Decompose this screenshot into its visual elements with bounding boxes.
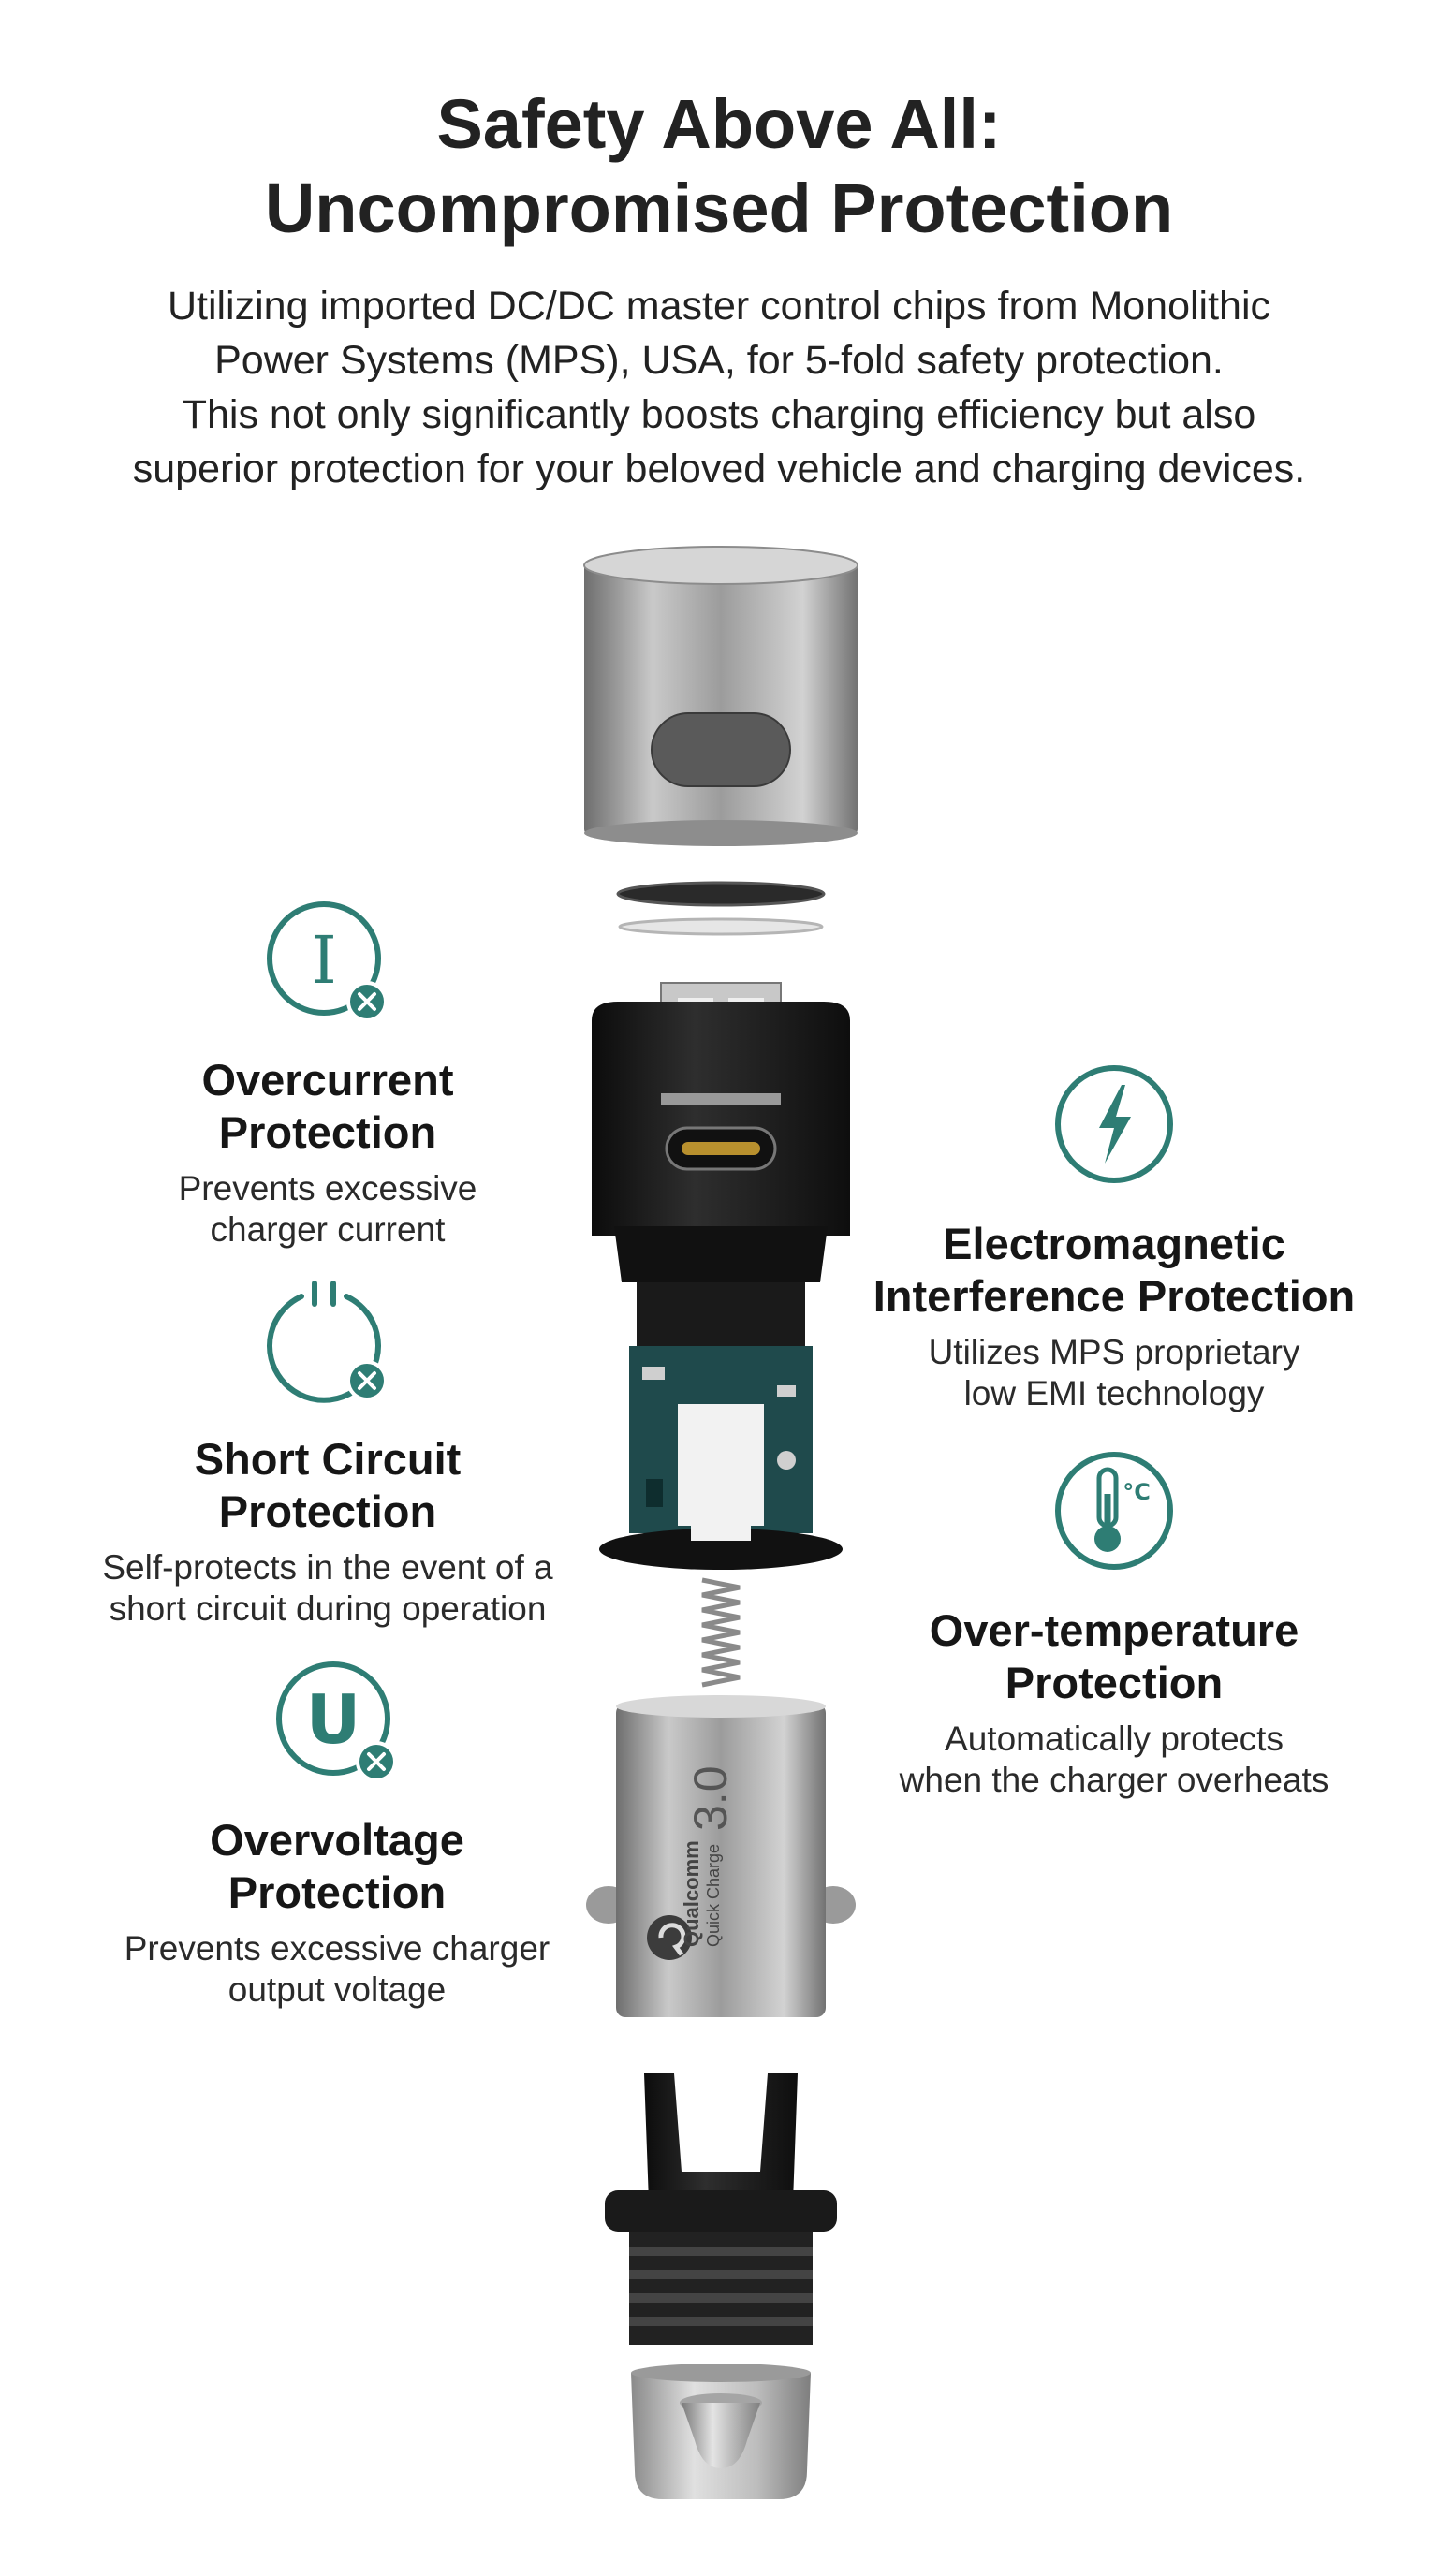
feature-desc-line: Automatically protects xyxy=(945,1720,1284,1758)
feature-title: Overvoltage Protection xyxy=(84,1814,590,1919)
brand-version: 3.0 xyxy=(684,1765,737,1831)
intro-line-2: Power Systems (MPS), USA, for 5-fold saf… xyxy=(214,338,1224,383)
feature-title: Overcurrent Protection xyxy=(84,1054,571,1159)
page-title: Safety Above All: Uncompromised Protecti… xyxy=(0,82,1438,251)
feature-description: Utilizes MPS proprietary low EMI technol… xyxy=(843,1332,1386,1414)
brand-name: Qualcomm xyxy=(680,1840,703,1947)
feature-title-line: Protection xyxy=(218,1486,437,1536)
feature-title-line: Over-temperature xyxy=(929,1605,1299,1655)
intro-paragraph: Utilizing imported DC/DC master control … xyxy=(37,279,1401,496)
power-icon xyxy=(264,1278,391,1405)
brand-product: Quick Charge xyxy=(704,1844,723,1947)
feature-over-temperature: °C Over-temperature Protection Automatic… xyxy=(843,1449,1386,1801)
feature-desc-line: charger current xyxy=(210,1210,446,1249)
feature-description: Prevents excessive charger output voltag… xyxy=(84,1928,590,2011)
feature-overvoltage: U Overvoltage Protection Prevents excess… xyxy=(84,1659,590,2011)
gasket-ring xyxy=(616,881,826,907)
feature-desc-line: low EMI technology xyxy=(963,1374,1265,1412)
feature-description: Automatically protects when the charger … xyxy=(843,1719,1386,1801)
feature-title-line: Overcurrent xyxy=(201,1055,454,1105)
overvoltage-icon: U xyxy=(273,1659,401,1786)
contact-tip xyxy=(680,2393,762,2468)
feature-title-line: Protection xyxy=(218,1107,437,1157)
mount-clip xyxy=(605,2073,837,2345)
feature-title-line: Short Circuit xyxy=(194,1434,462,1484)
intro-line-1: Utilizing imported DC/DC master control … xyxy=(167,284,1271,329)
circuit-board xyxy=(599,1346,843,1570)
title-line-1: Safety Above All: xyxy=(436,85,1002,163)
top-cap xyxy=(583,546,858,846)
feature-desc-line: short circuit during operation xyxy=(109,1589,547,1628)
feature-title-line: Overvoltage xyxy=(210,1815,464,1865)
spring xyxy=(701,1577,741,1688)
feature-desc-line: Prevents excessive charger xyxy=(124,1929,550,1968)
thermometer-icon: °C xyxy=(1050,1449,1178,1576)
svg-text:I: I xyxy=(311,922,337,999)
title-line-2: Uncompromised Protection xyxy=(264,169,1174,247)
feature-emi: Electromagnetic Interference Protection … xyxy=(843,1062,1386,1414)
feature-title: Electromagnetic Interference Protection xyxy=(843,1218,1386,1323)
svg-text:U: U xyxy=(306,1680,360,1759)
intro-line-3: This not only significantly boosts charg… xyxy=(182,392,1256,437)
feature-title: Short Circuit Protection xyxy=(84,1433,571,1538)
feature-desc-line: when the charger overheats xyxy=(899,1761,1329,1799)
svg-text:°C: °C xyxy=(1123,1479,1151,1505)
lightning-icon xyxy=(1050,1062,1178,1190)
feature-overcurrent: I Overcurrent Protection Prevents excess… xyxy=(84,899,571,1251)
feature-description: Self-protects in the event of a short ci… xyxy=(84,1547,571,1630)
metal-sleeve: Qualcomm Quick Charge 3.0 xyxy=(586,1695,856,2017)
feature-desc-line: Utilizes MPS proprietary xyxy=(928,1333,1300,1371)
feature-title-line: Protection xyxy=(227,1867,447,1917)
clear-ring xyxy=(618,917,824,936)
feature-title-line: Protection xyxy=(1005,1658,1224,1707)
feature-title-line: Electromagnetic xyxy=(943,1219,1285,1268)
feature-description: Prevents excessive charger current xyxy=(84,1168,571,1251)
overcurrent-icon: I xyxy=(264,899,391,1026)
feature-short-circuit: Short Circuit Protection Self-protects i… xyxy=(84,1278,571,1630)
intro-line-4: superior protection for your beloved veh… xyxy=(132,446,1306,491)
exploded-charger-illustration: Qualcomm Quick Charge 3.0 xyxy=(562,543,880,2509)
feature-desc-line: Prevents excessive xyxy=(178,1169,477,1208)
port-housing xyxy=(592,982,850,1348)
feature-title-line: Interference Protection xyxy=(873,1271,1356,1321)
feature-desc-line: Self-protects in the event of a xyxy=(102,1548,553,1587)
feature-title: Over-temperature Protection xyxy=(843,1604,1386,1709)
feature-desc-line: output voltage xyxy=(227,1970,447,2009)
